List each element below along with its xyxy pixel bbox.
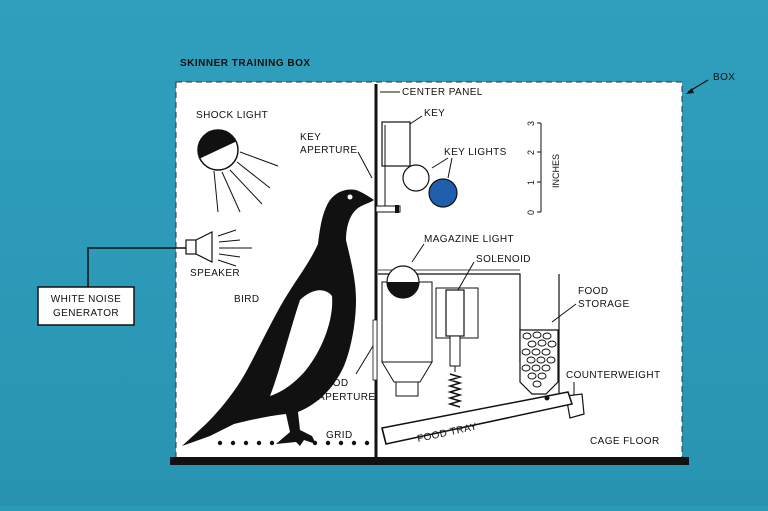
- solenoid: [445, 289, 465, 408]
- food-storage-arrow: [551, 303, 577, 323]
- key-light-lit: [428, 178, 458, 208]
- diagram-title: SKINNER TRAINING BOX: [180, 58, 311, 69]
- grid-bars: [217, 440, 370, 446]
- speaker-icon: [185, 229, 252, 267]
- generator-wire: [87, 247, 186, 288]
- white-noise-label-1: WHITE NOISE: [51, 294, 122, 305]
- solenoid-label: SOLENOID: [476, 254, 531, 265]
- key-assembly: [375, 121, 411, 213]
- white-noise-label-2: GENERATOR: [53, 308, 119, 319]
- scale-tick-0: 0: [526, 210, 536, 215]
- key-lights-label: KEY LIGHTS: [444, 147, 507, 158]
- inches-scale: [537, 122, 542, 213]
- grid-label: GRID: [326, 430, 353, 441]
- food-storage-label-2: STORAGE: [578, 299, 630, 310]
- solenoid-arrow: [457, 261, 475, 291]
- key-aperture-label-1: KEY: [300, 132, 321, 143]
- key-aperture-label-2: APERTURE: [300, 145, 357, 156]
- cage-base: [170, 457, 689, 465]
- food-storage-label-1: FOOD: [578, 286, 609, 297]
- key-lights-arrow-2: [447, 157, 453, 179]
- shock-light-icon: [197, 129, 279, 213]
- center-panel-label: CENTER PANEL: [402, 87, 483, 98]
- bird-label: BIRD: [234, 294, 260, 305]
- key-lights-arrow-1: [431, 157, 449, 169]
- magazine-light-label: MAGAZINE LIGHT: [424, 234, 514, 245]
- magazine-light-arrow: [411, 243, 425, 263]
- key-aperture-arrow: [357, 151, 373, 179]
- shock-light-label: SHOCK LIGHT: [196, 110, 268, 121]
- scale-tick-3: 3: [526, 121, 536, 126]
- food-aperture-arrow: [355, 345, 374, 375]
- scale-tick-2: 2: [526, 150, 536, 155]
- food-storage-hopper: [519, 329, 559, 395]
- food-tray: [381, 391, 573, 445]
- scale-tick-1: 1: [526, 180, 536, 185]
- food-aperture-label-2: APERTURE: [318, 392, 375, 403]
- speaker-label: SPEAKER: [190, 268, 240, 279]
- pigeon-icon: [182, 189, 374, 446]
- key-label: KEY: [424, 108, 445, 119]
- white-noise-generator: [37, 286, 135, 326]
- counterweight-label: COUNTERWEIGHT: [566, 370, 660, 381]
- scale-unit-label: INCHES: [551, 154, 561, 188]
- cage-floor-label: CAGE FLOOR: [590, 436, 660, 447]
- box-arrow-head: [686, 88, 694, 94]
- food-aperture-label-1: FOOD: [318, 378, 349, 389]
- magazine-light-icon: [386, 265, 420, 299]
- box-label: BOX: [713, 72, 735, 83]
- key-arrow: [409, 115, 423, 125]
- key-light-unlit: [402, 164, 430, 192]
- food-aperture: [372, 319, 378, 381]
